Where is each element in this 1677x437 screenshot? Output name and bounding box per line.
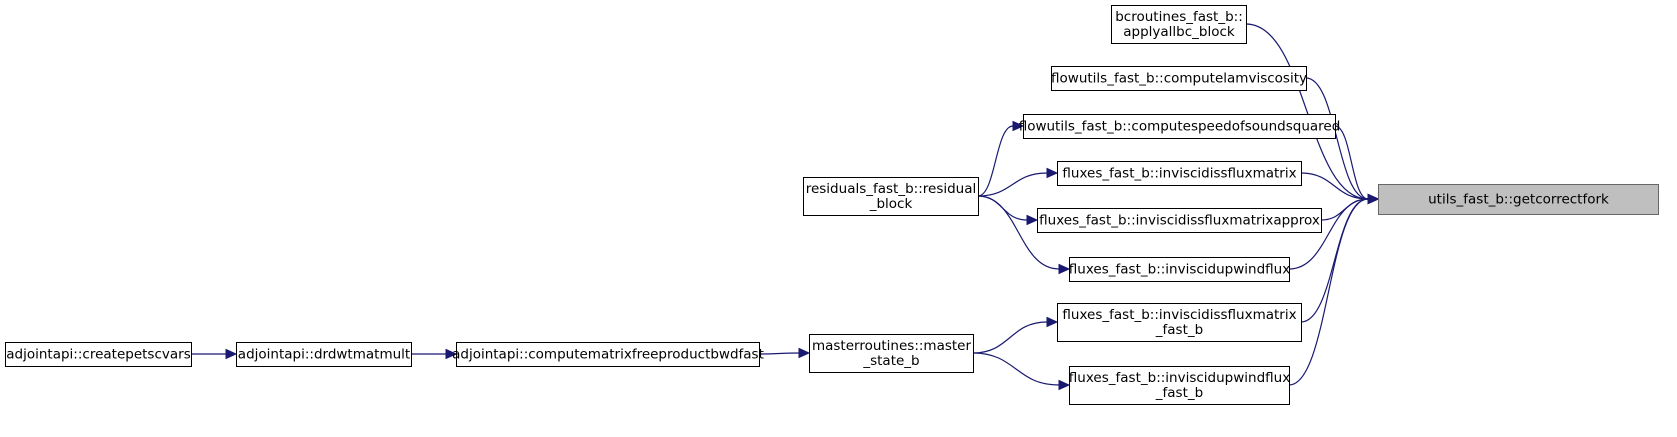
node-inviscidupwindflux[interactable]: fluxes_fast_b::inviscidupwindflux xyxy=(1069,257,1290,282)
node-inviscidissfluxmatrixapprox[interactable]: fluxes_fast_b::inviscidissfluxmatrixappr… xyxy=(1037,208,1322,233)
node-computematrixfreeproductbwdfast[interactable]: adjointapi::computematrixfreeproductbwdf… xyxy=(452,342,764,367)
edge-line xyxy=(1245,23,1369,200)
node-inviscidupwindflux_fast_b[interactable]: fluxes_fast_b::inviscidupwindflux_fast_b xyxy=(1069,366,1290,405)
node-box xyxy=(236,342,412,367)
node-inviscidissfluxmatrix_fast_b[interactable]: fluxes_fast_b::inviscidissfluxmatrix_fas… xyxy=(1057,303,1302,342)
edge-residual_block-to-inviscidissfluxmatrixapprox xyxy=(977,195,1039,226)
node-applyallbc_block[interactable]: bcroutines_fast_b::applyallbc_block xyxy=(1111,5,1247,44)
edge-master_state_b-to-inviscidupwindflux_fast_b xyxy=(972,352,1071,391)
node-residual_block[interactable]: residuals_fast_b::residual_block xyxy=(803,177,979,216)
node-label: masterroutines::master xyxy=(812,338,972,354)
edge-line xyxy=(972,321,1048,354)
node-label: adjointapi::computematrixfreeproductbwdf… xyxy=(452,347,764,363)
edges-layer xyxy=(190,23,1380,391)
edge-arrowhead xyxy=(1026,214,1039,226)
edge-arrowhead xyxy=(1012,120,1025,132)
edge-arrowhead xyxy=(445,348,458,360)
edge-drdwtmatmult-to-computematrixfreeproductbwdfast xyxy=(410,348,458,360)
edge-arrowhead xyxy=(1058,263,1071,275)
node-label: fluxes_fast_b::inviscidissfluxmatrixappr… xyxy=(1039,213,1320,229)
node-master_state_b[interactable]: masterroutines::master_state_b xyxy=(809,334,974,373)
edge-line xyxy=(758,352,800,355)
node-label: _fast_b xyxy=(1155,322,1203,338)
node-box xyxy=(456,342,760,367)
node-label: fluxes_fast_b::inviscidupwindflux xyxy=(1069,370,1290,386)
edge-createpetscvars-to-drdwtmatmult xyxy=(190,348,238,360)
node-label: _fast_b xyxy=(1155,385,1203,401)
edge-line xyxy=(1288,198,1369,270)
node-label: flowutils_fast_b::computelamviscosity xyxy=(1051,71,1307,87)
edge-arrowhead xyxy=(1367,193,1380,205)
node-drdwtmatmult[interactable]: adjointapi::drdwtmatmult xyxy=(236,342,412,367)
node-inviscidissfluxmatrix[interactable]: fluxes_fast_b::inviscidissfluxmatrix xyxy=(1057,161,1302,186)
edge-line xyxy=(977,195,1060,270)
node-label: _state_b xyxy=(862,353,919,369)
node-label: adjointapi::createpetscvars xyxy=(6,347,190,363)
node-box xyxy=(1057,161,1302,186)
edge-line xyxy=(1334,125,1369,200)
edge-residual_block-to-inviscidissfluxmatrix xyxy=(977,167,1059,197)
edge-arrowhead xyxy=(798,347,811,359)
node-box xyxy=(1051,66,1307,91)
edge-computelamviscosity-to-getcorrectfork xyxy=(1305,77,1380,205)
node-box xyxy=(803,177,979,216)
edge-line xyxy=(977,125,1014,197)
node-label: utils_fast_b::getcorrectfork xyxy=(1428,192,1609,208)
edge-arrowhead xyxy=(1058,379,1071,391)
node-box xyxy=(1037,208,1322,233)
edge-computematrixfreeproductbwdfast-to-master_state_b xyxy=(758,347,811,359)
node-label: fluxes_fast_b::inviscidissfluxmatrix xyxy=(1062,166,1296,182)
edge-arrowhead xyxy=(1046,167,1059,179)
node-computespeedofsoundsquared[interactable]: flowutils_fast_b::computespeedofsoundsqu… xyxy=(1019,114,1341,139)
node-box xyxy=(5,342,192,367)
node-box xyxy=(1111,5,1247,44)
edge-line xyxy=(972,352,1060,386)
node-label: flowutils_fast_b::computespeedofsoundsqu… xyxy=(1019,119,1341,135)
node-label: fluxes_fast_b::inviscidupwindflux xyxy=(1069,262,1290,278)
node-label: adjointapi::drdwtmatmult xyxy=(238,347,410,363)
edge-arrowhead xyxy=(225,348,238,360)
node-label: residuals_fast_b::residual xyxy=(806,181,977,197)
edge-residual_block-to-inviscidupwindflux xyxy=(977,195,1071,275)
node-box xyxy=(809,334,974,373)
edge-line xyxy=(1300,172,1369,200)
node-box xyxy=(1378,184,1659,215)
node-computelamviscosity[interactable]: flowutils_fast_b::computelamviscosity xyxy=(1051,66,1307,91)
node-label: fluxes_fast_b::inviscidissfluxmatrix xyxy=(1062,307,1296,323)
node-label: bcroutines_fast_b:: xyxy=(1115,9,1243,25)
node-box xyxy=(1069,257,1290,282)
edge-residual_block-to-computespeedofsoundsquared xyxy=(977,120,1025,197)
node-getcorrectfork[interactable]: utils_fast_b::getcorrectfork xyxy=(1378,184,1659,215)
node-box xyxy=(1057,303,1302,342)
edge-arrowhead xyxy=(1046,316,1059,328)
node-box xyxy=(1023,114,1336,139)
node-createpetscvars[interactable]: adjointapi::createpetscvars xyxy=(5,342,192,367)
edge-master_state_b-to-inviscidissfluxmatrix_fast_b xyxy=(972,316,1059,354)
node-label: applyallbc_block xyxy=(1123,24,1235,40)
node-label: _block xyxy=(869,196,913,212)
edge-line xyxy=(1288,198,1369,386)
node-box xyxy=(1069,366,1290,405)
edge-line xyxy=(1305,77,1369,200)
nodes-layer: utils_fast_b::getcorrectfork bcroutines_f… xyxy=(5,5,1659,405)
edge-line xyxy=(977,172,1048,197)
edge-inviscidupwindflux_fast_b-to-getcorrectfork xyxy=(1288,193,1380,386)
